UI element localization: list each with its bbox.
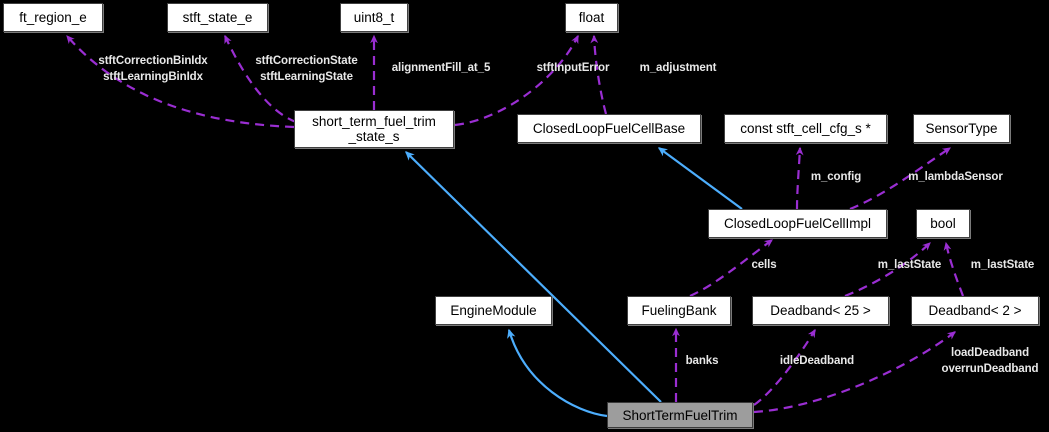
node-short-term-fuel-trim-state-s[interactable]: short_term_fuel_trim _state_s — [294, 110, 454, 148]
node-ft-region-e[interactable]: ft_region_e — [3, 3, 103, 32]
node-deadband-2[interactable]: Deadband< 2 > — [911, 296, 1039, 325]
node-bool[interactable]: bool — [916, 209, 970, 238]
edge-label-stft-state: stftCorrectionState stftLearningState — [255, 55, 358, 83]
edge-m-last-state-1 — [844, 242, 931, 298]
node-fueling-bank[interactable]: FuelingBank — [627, 296, 731, 325]
edge-label-alignment-fill: alignmentFill_at_5 — [391, 62, 491, 74]
edge-label-m-lambda-sensor: m_lambdaSensor — [908, 171, 1003, 183]
node-short-term-fuel-trim[interactable]: ShortTermFuelTrim — [607, 402, 753, 428]
node-const-stft-cell-cfg-s-pointer[interactable]: const stft_cell_cfg_s * — [724, 114, 887, 143]
usage-edges — [66, 34, 965, 414]
edge-load-overrun-deadband — [753, 331, 956, 414]
inheritance-edges — [405, 147, 743, 418]
edge-idle-deadband — [753, 328, 816, 406]
node-float[interactable]: float — [565, 3, 618, 32]
node-closed-loop-fuel-cell-base[interactable]: ClosedLoopFuelCellBase — [517, 114, 701, 143]
edge-inherit-cl-fuel-cell-base — [657, 147, 743, 210]
edge-label-stft-bin-idx: stftCorrectionBinIdx stftLearningBinIdx — [98, 55, 208, 83]
edge-label-cells: cells — [751, 259, 777, 271]
edge-label-idle-deadband: idleDeadband — [779, 355, 855, 367]
node-uint8-t[interactable]: uint8_t — [340, 3, 408, 32]
edge-label-m-adjustment: m_adjustment — [639, 62, 717, 74]
edge-m-adjustment — [590, 34, 608, 115]
edge-m-lambda-sensor — [849, 147, 951, 211]
edge-cells — [689, 239, 773, 298]
edge-inherit-state-s — [405, 151, 662, 403]
edge-label-m-last-state-1: m_lastState — [877, 259, 942, 271]
node-stft-state-e[interactable]: stft_state_e — [167, 3, 268, 32]
edge-label-stft-input-error: stftInputError — [536, 62, 610, 74]
edge-m-config — [795, 146, 804, 210]
edge-stft-bin-idx — [66, 35, 295, 129]
edge-label-m-config: m_config — [810, 171, 862, 183]
edge-stft-input-error — [454, 34, 579, 127]
edge-inherit-engine-module — [507, 328, 608, 418]
node-closed-loop-fuel-cell-impl[interactable]: ClosedLoopFuelCellImpl — [708, 209, 887, 238]
edge-m-last-state-2 — [943, 241, 965, 297]
edge-stft-state — [224, 34, 297, 124]
node-engine-module[interactable]: EngineModule — [435, 296, 552, 325]
node-deadband-25[interactable]: Deadband< 25 > — [752, 296, 889, 325]
edge-label-load-overrun-deadband: loadDeadband overrunDeadband — [941, 347, 1039, 375]
edge-label-banks: banks — [685, 355, 719, 367]
node-sensor-type[interactable]: SensorType — [913, 114, 1010, 143]
edge-label-m-last-state-2: m_lastState — [970, 259, 1035, 271]
